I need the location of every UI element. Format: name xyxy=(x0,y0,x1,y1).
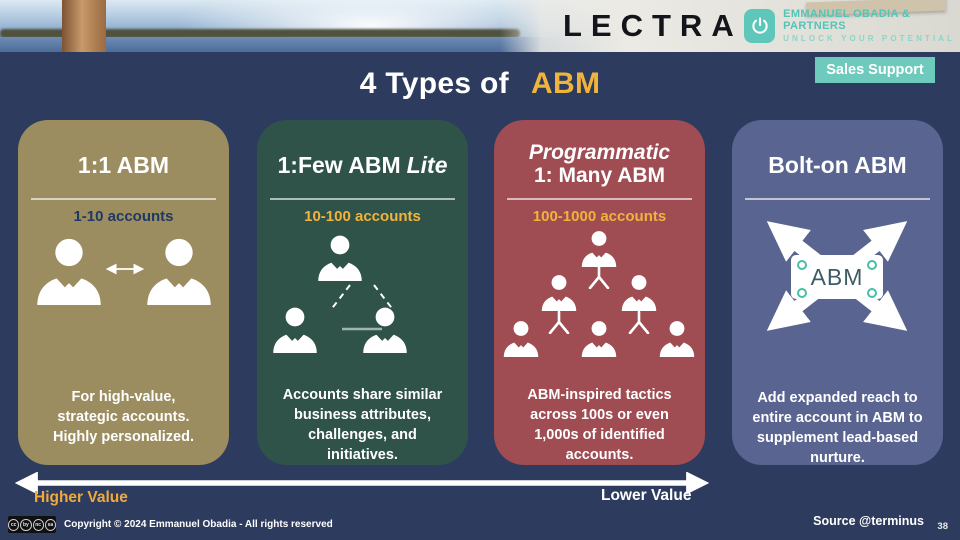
accounts-range: 1-10 accounts xyxy=(73,208,174,225)
copyright-text: Copyright © 2024 Emmanuel Obadia - All r… xyxy=(64,519,333,530)
person-icon xyxy=(503,321,539,357)
branch-connector-icon xyxy=(548,311,570,334)
source-credit: Source @terminus xyxy=(813,514,924,528)
higher-value-label: Higher Value xyxy=(34,489,128,506)
card-description: Add expanded reach to entire account in … xyxy=(752,390,923,466)
divider xyxy=(30,198,217,200)
cc-nc-icon: nc xyxy=(32,518,44,531)
person-triangle-icon xyxy=(257,229,468,377)
card-title-line2: 1: Many ABM xyxy=(533,164,666,187)
card-description: For high-value, strategic accounts. High… xyxy=(53,389,194,445)
bolt-icon xyxy=(797,288,807,298)
wooden-pole xyxy=(62,0,106,52)
branch-connector-icon xyxy=(628,311,650,334)
sales-support-badge: Sales Support xyxy=(815,57,935,83)
partner-name: EMMANUEL OBADIA & PARTNERS xyxy=(783,8,911,32)
power-icon xyxy=(744,8,776,43)
card-title: 1:1 ABM xyxy=(18,136,229,194)
person-pyramid-icon xyxy=(494,229,705,377)
bolt-icon xyxy=(867,260,877,270)
bolt-icon xyxy=(797,260,807,270)
page-number: 38 xyxy=(937,521,948,532)
cc-by-icon: by xyxy=(20,518,32,531)
person-icon xyxy=(541,275,577,311)
title-prefix: 4 Types of xyxy=(359,67,509,100)
creative-commons-license-icon: cc by nc sa xyxy=(8,516,56,533)
accounts-range: 10-100 accounts xyxy=(304,208,421,225)
person-icon xyxy=(273,307,317,353)
title-highlight: ABM xyxy=(531,67,601,100)
divider xyxy=(506,198,693,200)
double-arrow-icon xyxy=(105,263,145,275)
sea xyxy=(0,37,560,52)
card-title-regular: 1:Few ABM xyxy=(277,151,401,178)
card-title-text: Bolt-on ABM xyxy=(768,151,907,178)
person-icon xyxy=(37,238,101,305)
card-description: Accounts share similar business attribut… xyxy=(282,387,443,463)
divider xyxy=(269,198,456,200)
person-icon xyxy=(621,275,657,311)
card-title-text: 1:1 ABM xyxy=(77,151,170,178)
divider xyxy=(744,198,931,200)
person-icon xyxy=(659,321,695,357)
branch-connector-icon xyxy=(588,266,610,289)
card-title-line1: Programmatic xyxy=(528,141,671,165)
accounts-range: 100-1000 accounts xyxy=(532,208,667,225)
expand-arrows-icon: ABM xyxy=(732,204,943,380)
person-icon xyxy=(581,231,617,267)
person-icon xyxy=(363,307,407,353)
triangle-connectors xyxy=(329,284,395,331)
person-icon xyxy=(318,235,362,281)
partner-logo: EMMANUEL OBADIA & PARTNERS UNLOCK YOUR P… xyxy=(744,8,960,43)
card-title: Bolt-on ABM xyxy=(732,136,943,194)
card-bolt-on-abm: Bolt-on ABM ABM xyxy=(732,120,943,466)
cc-sa-icon: sa xyxy=(44,518,56,531)
bolt-icon xyxy=(867,288,877,298)
card-title: Programmatic 1: Many ABM xyxy=(494,136,705,194)
card-one-to-one-abm: 1:1 ABM 1-10 accounts For high-value, st… xyxy=(18,120,229,465)
card-title-italic: Lite xyxy=(406,151,448,178)
cc-icon: cc xyxy=(8,518,20,531)
coastline xyxy=(0,29,520,38)
lower-value-label: Lower Value xyxy=(601,487,692,504)
page-title: 4 Types of ABM xyxy=(0,67,960,101)
card-description: ABM-inspired tactics across 100s or even… xyxy=(527,387,672,463)
header-photo-banner: LECTRA EMMANUEL OBADIA & PARTNERS UNLOCK… xyxy=(0,0,960,52)
person-icon xyxy=(581,321,617,357)
value-axis-arrow xyxy=(14,472,710,494)
person-icon xyxy=(147,238,211,305)
card-one-to-many-abm: Programmatic 1: Many ABM 100-1000 accoun… xyxy=(494,120,705,465)
partner-tagline: UNLOCK YOUR POTENTIAL xyxy=(783,34,956,43)
two-person-exchange-icon xyxy=(18,229,229,377)
lectra-logo: LECTRA xyxy=(563,8,743,43)
